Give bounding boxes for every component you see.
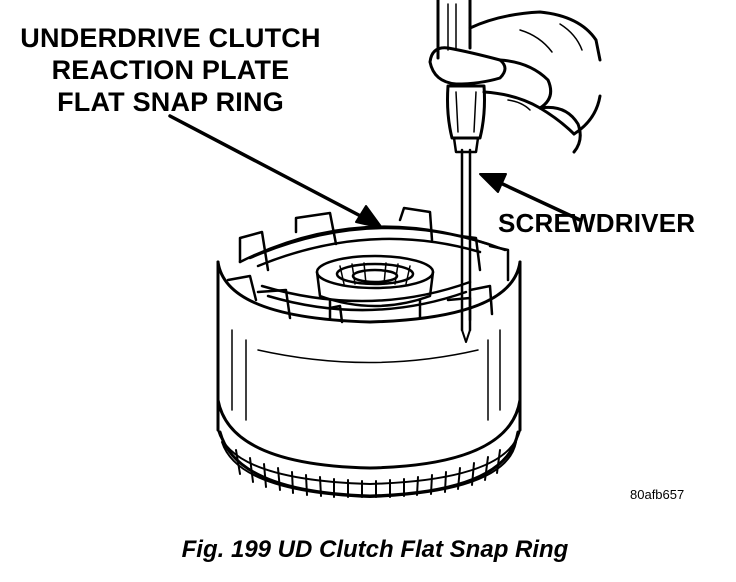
figure-code: 80afb657: [630, 487, 685, 502]
drum-fingers: [226, 206, 510, 324]
screwdriver-arrowhead: [479, 173, 507, 193]
snap-ring-leader: [168, 114, 374, 224]
screwdriver-leader: [492, 178, 582, 222]
leader-lines: [168, 114, 582, 229]
snap-ring-label-line3: FLAT SNAP RING: [57, 87, 284, 117]
screwdriver: [436, 0, 486, 343]
snap-ring-arrowhead: [355, 205, 383, 229]
snap-ring-label: UNDERDRIVE CLUTCH REACTION PLATE FLAT SN…: [8, 22, 333, 118]
inner-hub: [315, 254, 435, 320]
snap-ring-label-line1: UNDERDRIVE CLUTCH: [20, 23, 321, 53]
flat-snap-ring: [248, 226, 490, 312]
spline-band: [217, 429, 521, 498]
screwdriver-label: SCREWDRIVER: [498, 208, 696, 238]
snap-ring-label-line2: REACTION PLATE: [51, 55, 290, 85]
hand: [428, 10, 602, 154]
figure-caption: Fig. 199 UD Clutch Flat Snap Ring: [181, 536, 569, 563]
clutch-drum: [216, 225, 522, 498]
